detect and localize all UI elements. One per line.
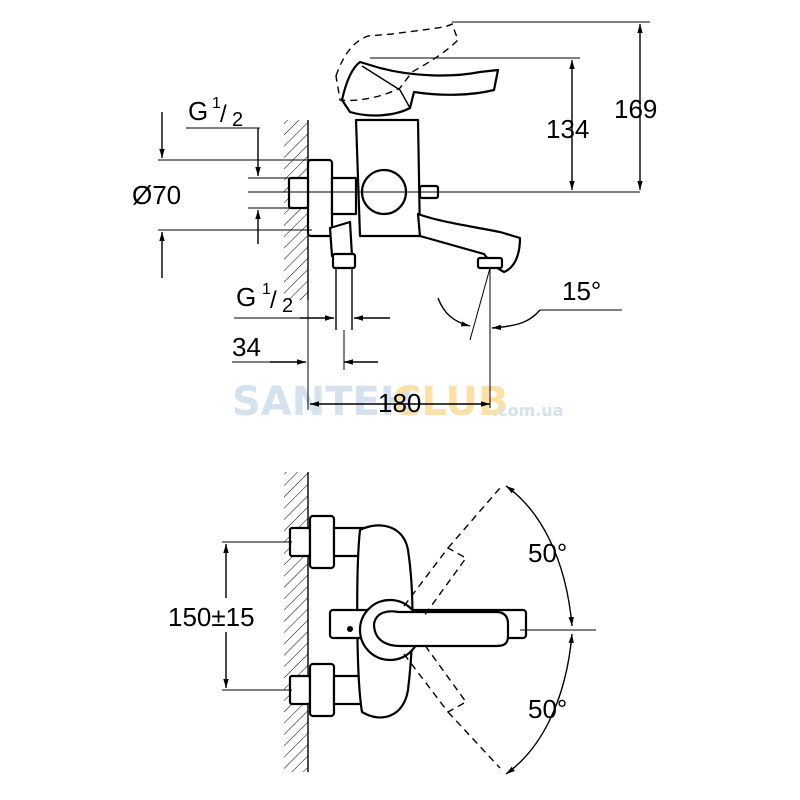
dim-34: 34 bbox=[232, 300, 378, 410]
svg-text:Ø70: Ø70 bbox=[132, 180, 181, 210]
svg-text:/: / bbox=[220, 101, 227, 128]
svg-text:/: / bbox=[270, 287, 277, 314]
svg-text:1: 1 bbox=[262, 281, 271, 298]
lever-rotated-lower bbox=[403, 643, 468, 713]
dim-134: 134 bbox=[546, 60, 589, 190]
svg-text:15°: 15° bbox=[562, 276, 601, 306]
svg-text:50°: 50° bbox=[528, 538, 567, 568]
inlet-nipple bbox=[287, 176, 310, 210]
spout bbox=[416, 212, 522, 274]
svg-text:134: 134 bbox=[546, 114, 589, 144]
dim-169: 169 bbox=[614, 24, 657, 190]
dim-centres: 150±15 bbox=[166, 541, 292, 691]
inlet-lower bbox=[288, 662, 366, 718]
lever-rotated-upper bbox=[403, 547, 468, 617]
thread-bottom-label: G 1 / 2 bbox=[234, 281, 390, 321]
svg-text:50°: 50° bbox=[528, 694, 567, 724]
wall-top bbox=[284, 472, 309, 772]
dim-angle-15: 15° bbox=[437, 267, 622, 346]
svg-text:G: G bbox=[188, 96, 208, 126]
watermark-domain: .com.ua bbox=[492, 401, 564, 420]
svg-text:169: 169 bbox=[614, 94, 657, 124]
svg-text:2: 2 bbox=[232, 109, 243, 131]
dim-diameter: Ø70 bbox=[132, 112, 312, 278]
diverter-stem bbox=[328, 220, 357, 330]
connecting-pipe bbox=[330, 176, 358, 216]
rosette bbox=[306, 158, 334, 238]
lever-handle-raised bbox=[335, 22, 459, 102]
svg-text:G: G bbox=[236, 282, 256, 312]
dim-angle-50-lower: 50° bbox=[505, 633, 574, 775]
lever-handle bbox=[340, 60, 500, 117]
dim-angle-50-upper: 50° bbox=[505, 485, 574, 627]
top-view: 50° 50° 150±15 bbox=[166, 472, 596, 775]
wall-side bbox=[284, 120, 309, 300]
svg-text:150±15: 150±15 bbox=[168, 602, 255, 632]
svg-text:34: 34 bbox=[232, 332, 261, 362]
side-view: 134 169 G 1 / 2 Ø70 G bbox=[132, 21, 657, 418]
thread-top-label: G 1 / 2 bbox=[186, 95, 290, 244]
lever-handle-top bbox=[372, 610, 510, 648]
dim-180: 180 bbox=[310, 268, 491, 418]
svg-text:1: 1 bbox=[212, 95, 221, 112]
svg-text:180: 180 bbox=[378, 388, 421, 418]
svg-text:2: 2 bbox=[282, 295, 293, 317]
aerator bbox=[476, 256, 504, 270]
